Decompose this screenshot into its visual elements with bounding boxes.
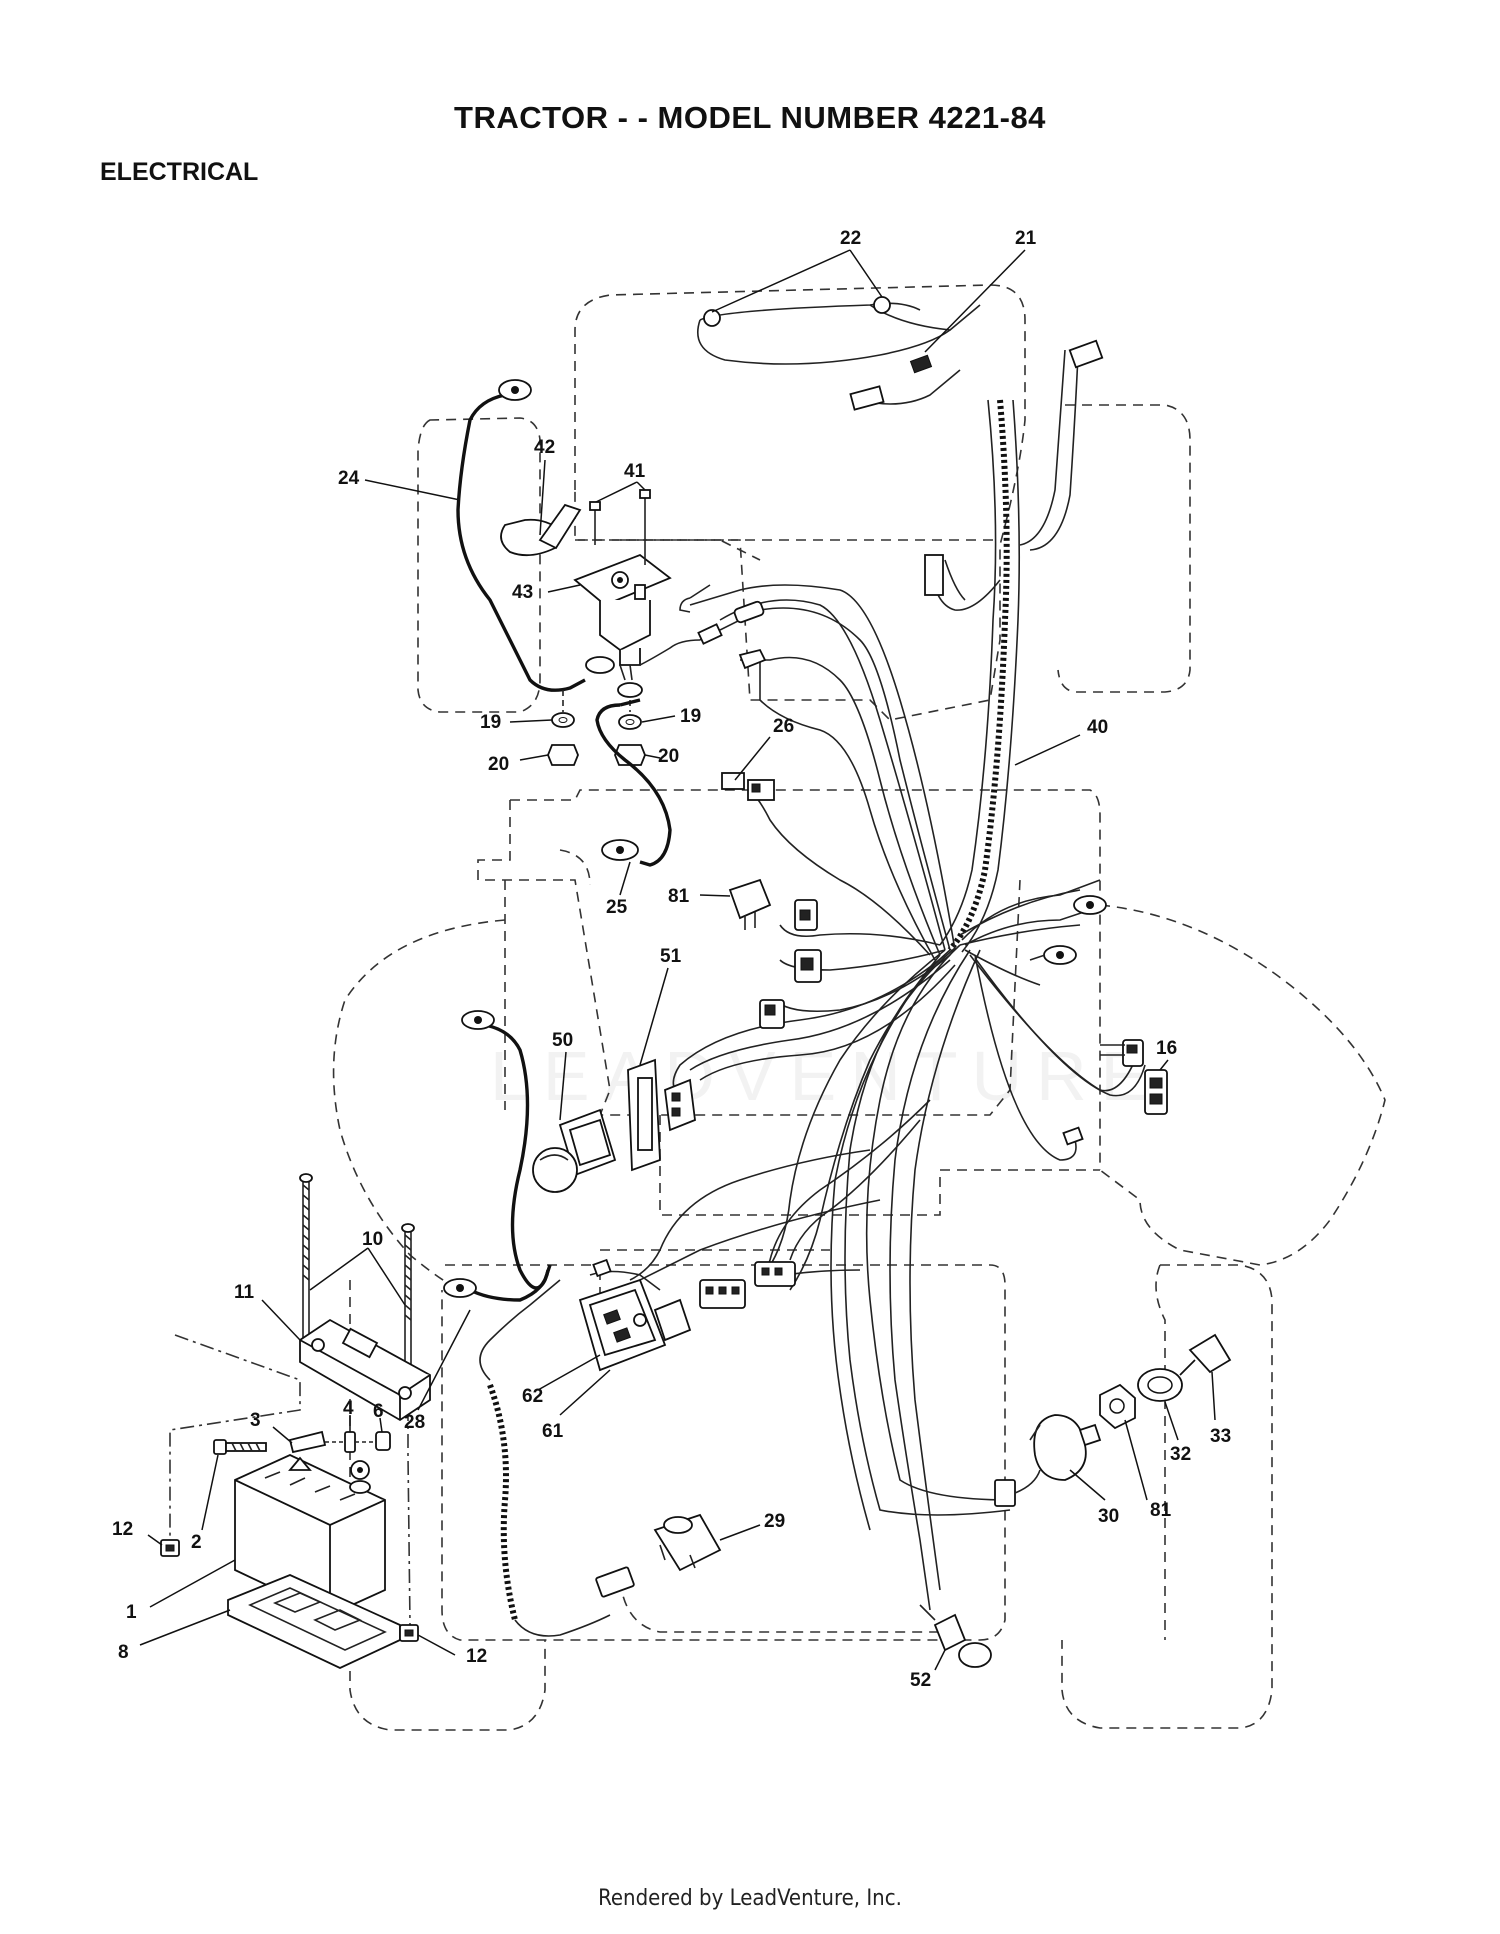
callout-labels: 22 21 24 42 41 43 19 19 20 20 26 40 25 8… — [112, 228, 1231, 1691]
callout-12-right: 12 — [466, 1646, 487, 1667]
terminal-bolt-2 — [213, 1439, 267, 1455]
headlight-harness — [697, 296, 1104, 551]
ignition-switch-30 — [1029, 1414, 1102, 1481]
left-fender-outline — [332, 919, 506, 1291]
tractor-outline — [332, 284, 1386, 1731]
nut-81 — [1099, 1383, 1136, 1430]
callout-30: 30 — [1098, 1506, 1119, 1527]
seat-switch-29 — [653, 1513, 722, 1572]
callout-19-right: 19 — [680, 706, 701, 727]
callout-81-relay: 81 — [668, 886, 690, 907]
headlight-bulb-right — [873, 296, 891, 314]
callout-16: 16 — [1156, 1038, 1177, 1059]
callout-29: 29 — [764, 1511, 785, 1532]
callout-8: 8 — [118, 1642, 129, 1663]
battery-cable-24 — [456, 379, 586, 692]
module-51 — [627, 1058, 696, 1172]
front-right-wheel-outline — [1057, 404, 1191, 693]
callout-2: 2 — [191, 1532, 202, 1553]
terminal-hardware — [288, 1430, 391, 1454]
callout-32: 32 — [1170, 1444, 1191, 1465]
callout-10: 10 — [362, 1229, 383, 1250]
hold-down-bracket-11 — [299, 1318, 431, 1422]
hood-outline — [574, 284, 1026, 721]
rear-right-wheel-outline — [1061, 1264, 1273, 1729]
callout-4: 4 — [343, 1398, 354, 1419]
relay-81 — [728, 878, 822, 1029]
page-title: TRACTOR - - MODEL NUMBER 4221-84 — [454, 100, 1046, 135]
callout-12-left: 12 — [112, 1519, 133, 1540]
callout-50: 50 — [552, 1030, 573, 1051]
nut-20-left — [547, 744, 579, 766]
section-heading: ELECTRICAL — [100, 158, 259, 186]
wire-harness-bundle — [619, 584, 1146, 1611]
hold-down-rods-10 — [299, 1173, 415, 1370]
callout-6: 6 — [373, 1401, 384, 1422]
callout-43: 43 — [512, 582, 533, 603]
callout-40: 40 — [1087, 717, 1108, 738]
callout-52: 52 — [910, 1670, 931, 1691]
bezel-32 — [1137, 1368, 1183, 1402]
rear-left-wheel-outline — [349, 1280, 546, 1731]
callout-81-nut: 81 — [1150, 1500, 1172, 1521]
fuse-holder — [924, 554, 944, 596]
callout-21: 21 — [1015, 228, 1037, 249]
relay-connector-26 — [721, 772, 745, 790]
callout-42: 42 — [534, 437, 555, 458]
battery-1 — [234, 1454, 386, 1616]
switch-50 — [532, 1108, 617, 1193]
footer-credit: Rendered by LeadVenture, Inc. — [598, 1886, 902, 1911]
battery-cable-28 — [443, 1010, 552, 1302]
rear-harness-coil — [479, 1279, 635, 1637]
cable-25 — [595, 698, 672, 867]
callout-26: 26 — [773, 716, 794, 737]
leader-lines — [139, 249, 1216, 1671]
callout-22: 22 — [840, 228, 861, 249]
callout-62: 62 — [522, 1386, 543, 1407]
callout-25: 25 — [606, 897, 628, 918]
callout-3: 3 — [250, 1410, 261, 1431]
callout-24: 24 — [338, 468, 360, 489]
callout-11: 11 — [234, 1282, 255, 1303]
watermark-text: LEADVENTURE — [490, 1037, 1161, 1115]
rear-body-outline — [441, 1264, 1006, 1641]
callout-33: 33 — [1210, 1426, 1231, 1447]
key-33 — [1179, 1333, 1232, 1376]
main-harness-conduit — [939, 399, 1021, 953]
ignition-harness-connector — [994, 1479, 1016, 1507]
starter-solenoid — [573, 489, 672, 681]
callout-19-left: 19 — [480, 712, 501, 733]
lamp-52 — [919, 1604, 992, 1668]
callout-1: 1 — [126, 1602, 137, 1623]
connector-16 — [1100, 1039, 1168, 1115]
panel-61 — [578, 1278, 692, 1372]
callout-20-right: 20 — [658, 746, 679, 767]
front-left-wheel-outline — [417, 417, 541, 713]
callout-61: 61 — [542, 1421, 564, 1442]
callout-20-left: 20 — [488, 754, 509, 775]
callout-51: 51 — [660, 946, 682, 967]
battery-hold-down-path — [169, 1334, 301, 1545]
callout-41: 41 — [624, 461, 646, 482]
headlight-bulb-left — [703, 309, 721, 327]
callout-28: 28 — [404, 1412, 425, 1433]
